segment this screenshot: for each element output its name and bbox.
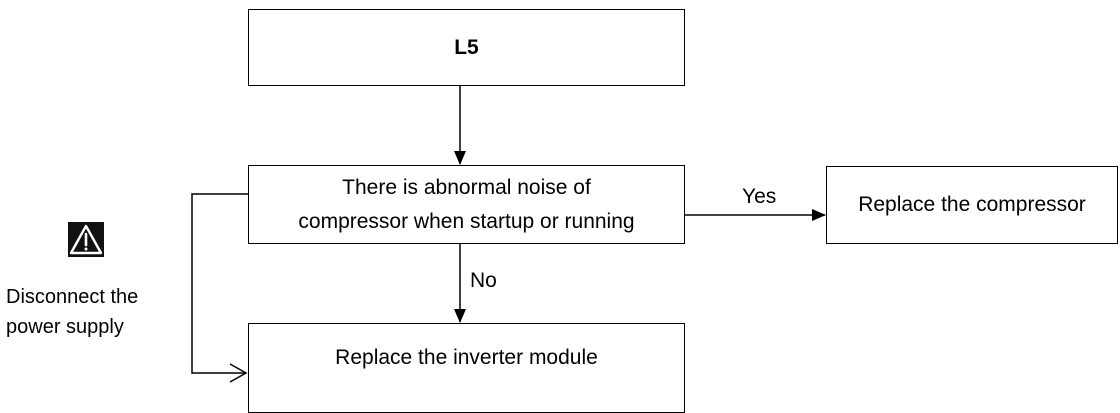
bracket-line xyxy=(191,193,248,374)
bracket-arrowhead xyxy=(229,363,248,383)
no-edge-label: No xyxy=(470,269,497,292)
replace-inverter-label: Replace the inverter module xyxy=(335,346,598,369)
yes-edge-label: Yes xyxy=(742,185,777,208)
replace-compressor-label: Replace the compressor xyxy=(858,193,1086,216)
start-node-label: L5 xyxy=(454,35,479,59)
decision-node: There is abnormal noise of compressor wh… xyxy=(248,165,685,244)
warning-line-1: Disconnect the xyxy=(6,286,139,308)
connectors xyxy=(68,86,826,383)
replace-compressor-node: Replace the compressor xyxy=(826,166,1118,244)
warning-triangle-icon xyxy=(68,222,104,257)
start-node-l5: L5 xyxy=(248,9,685,86)
warning-line-2: power supply xyxy=(6,316,124,338)
decision-line-2: compressor when startup or running xyxy=(298,209,635,233)
decision-line-1: There is abnormal noise of xyxy=(342,175,591,199)
replace-inverter-node: Replace the inverter module xyxy=(248,323,685,413)
warning-text: Disconnect the power supply xyxy=(6,282,196,342)
